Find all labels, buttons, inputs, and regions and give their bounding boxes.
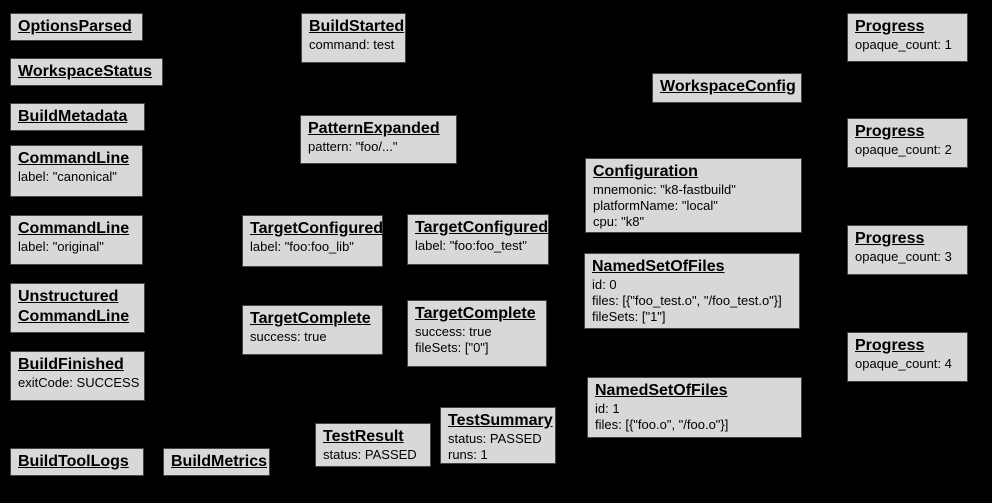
event-title: Progress	[855, 123, 925, 140]
event-box-build-finished: BuildFinished exitCode: SUCCESS	[10, 351, 145, 401]
event-title: BuildMetrics	[171, 453, 268, 470]
event-field: opaque_count: 3	[855, 249, 952, 264]
event-box-test-result: TestResult status: PASSED	[315, 423, 431, 467]
event-field: label: "canonical"	[18, 169, 117, 184]
event-title: BuildMetadata	[18, 108, 128, 125]
event-title: Progress	[855, 18, 925, 35]
event-title: BuildStarted	[309, 18, 405, 35]
event-field: label: "original"	[18, 239, 104, 254]
event-box-target-configured-foo-lib: TargetConfigured label: "foo:foo_lib"	[242, 215, 383, 267]
event-title: WorkspaceStatus	[18, 63, 152, 80]
event-box-build-started: BuildStarted command: test	[301, 13, 406, 63]
event-title: TargetConfigured	[250, 220, 384, 237]
event-box-options-parsed: OptionsParsed	[10, 13, 143, 41]
event-field: label: "foo:foo_lib"	[250, 239, 354, 254]
event-title: CommandLine	[18, 220, 130, 237]
event-field: status: PASSED	[448, 431, 542, 446]
event-field: id: 0	[592, 277, 617, 292]
event-field: platformName: "local"	[593, 198, 718, 213]
event-title: TargetComplete	[250, 310, 371, 327]
event-title: Configuration	[593, 163, 698, 180]
event-field: fileSets: ["1"]	[592, 309, 666, 324]
event-field: success: true	[415, 324, 492, 339]
event-box-progress-4: Progress opaque_count: 4	[847, 332, 968, 382]
event-title: OptionsParsed	[18, 18, 132, 35]
event-field: pattern: "foo/..."	[308, 139, 398, 154]
event-field: opaque_count: 4	[855, 356, 952, 371]
event-title: BuildToolLogs	[18, 453, 129, 470]
event-box-build-metrics: BuildMetrics	[163, 448, 270, 476]
event-field: command: test	[309, 37, 395, 52]
event-field: files: [{"foo.o", "/foo.o"}]	[595, 417, 729, 432]
event-field: success: true	[250, 329, 327, 344]
event-title: NamedSetOfFiles	[592, 258, 725, 275]
event-field: exitCode: SUCCESS	[18, 375, 140, 390]
event-box-workspace-config: WorkspaceConfig	[652, 73, 802, 103]
event-field: opaque_count: 2	[855, 142, 952, 157]
event-title: CommandLine	[18, 308, 130, 325]
event-box-progress-3: Progress opaque_count: 3	[847, 225, 968, 275]
event-field: opaque_count: 1	[855, 37, 952, 52]
event-field: label: "foo:foo_test"	[415, 238, 527, 253]
event-box-build-tool-logs: BuildToolLogs	[10, 448, 144, 476]
event-title: Progress	[855, 230, 925, 247]
event-field: mnemonic: "k8-fastbuild"	[593, 182, 736, 197]
event-title: TargetConfigured	[415, 219, 549, 236]
event-box-target-configured-foo-test: TargetConfigured label: "foo:foo_test"	[407, 214, 549, 265]
event-field: cpu: "k8"	[593, 214, 645, 229]
event-box-workspace-status: WorkspaceStatus	[10, 58, 163, 86]
event-field: files: [{"foo_test.o", "/foo_test.o"}]	[592, 293, 782, 308]
event-title: TestResult	[323, 428, 404, 445]
event-field: fileSets: ["0"]	[415, 340, 489, 355]
event-box-target-complete-foo-lib: TargetComplete success: true	[242, 305, 383, 355]
event-title: NamedSetOfFiles	[595, 382, 728, 399]
event-title: Progress	[855, 337, 925, 354]
event-title: CommandLine	[18, 150, 130, 167]
event-field: runs: 1	[448, 447, 488, 462]
event-title: Unstructured	[18, 288, 119, 305]
event-title: TargetComplete	[415, 305, 536, 322]
event-box-configuration: Configuration mnemonic: "k8-fastbuild"pla…	[585, 158, 802, 233]
event-box-command-line-original: CommandLine label: "original"	[10, 215, 143, 265]
event-box-progress-1: Progress opaque_count: 1	[847, 13, 968, 62]
event-title: WorkspaceConfig	[660, 78, 796, 95]
event-field: id: 1	[595, 401, 620, 416]
event-box-pattern-expanded: PatternExpanded pattern: "foo/..."	[300, 115, 457, 164]
event-title: BuildFinished	[18, 356, 124, 373]
event-box-build-metadata: BuildMetadata	[10, 103, 145, 131]
event-title: PatternExpanded	[308, 120, 440, 137]
event-box-progress-2: Progress opaque_count: 2	[847, 118, 968, 168]
event-field: status: PASSED	[323, 447, 417, 462]
event-title: TestSummary	[448, 412, 553, 429]
event-box-command-line-canonical: CommandLine label: "canonical"	[10, 145, 143, 197]
